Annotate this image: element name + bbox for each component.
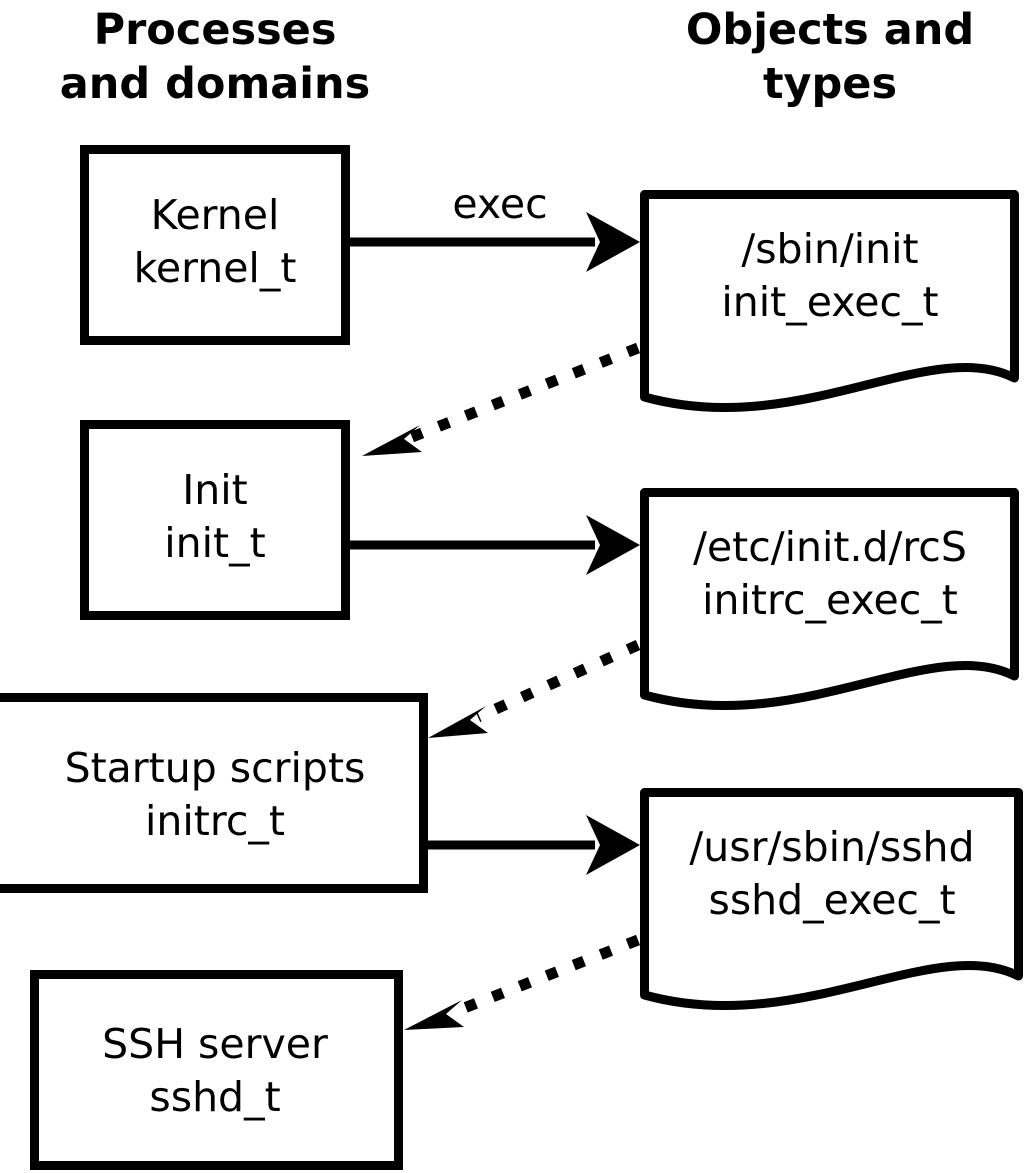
edge-kernel-exec-init-exec: exec (350, 180, 640, 272)
process-node-initrc-line2: initrc_t (145, 797, 285, 845)
process-node-kernel-box[interactable] (80, 145, 350, 345)
process-node-init[interactable]: Init init_t (80, 420, 350, 620)
column-header-objects-line2: types (763, 59, 897, 109)
arrow-head-sshd-transition (404, 1000, 464, 1030)
process-node-kernel-line2: kernel_t (134, 244, 297, 292)
process-node-sshd-line1: SSH server (102, 1020, 328, 1068)
edge-line-init-transition (409, 342, 641, 443)
process-node-kernel[interactable]: Kernel kernel_t (80, 145, 350, 345)
edge-label-exec: exec (452, 180, 547, 228)
object-node-sshd-exec-line2: sshd_exec_t (708, 876, 955, 924)
object-node-init-exec-line2: init_exec_t (721, 278, 938, 326)
object-node-initrc-exec-line2: initrc_exec_t (702, 576, 958, 624)
column-header-objects: Objects and types (686, 5, 974, 109)
object-node-init-exec-line1: /sbin/init (741, 225, 918, 273)
column-header-objects-line1: Objects and (686, 5, 974, 55)
edge-init-exec-transition-init (362, 342, 641, 456)
edge-line-sshd-transition (451, 934, 641, 1018)
process-node-kernel-line1: Kernel (151, 191, 280, 239)
column-header-processes-line1: Processes (94, 5, 337, 55)
object-node-init-exec-shape[interactable] (640, 190, 1019, 413)
arrow-head-kernel-exec (586, 212, 640, 272)
process-node-init-line2: init_t (164, 519, 265, 567)
process-node-sshd-line2: sshd_t (149, 1073, 280, 1121)
edge-initrc-exec-sshd-exec (428, 815, 640, 875)
object-node-init-exec[interactable]: /sbin/init init_exec_t (640, 190, 1019, 413)
object-node-initrc-exec[interactable]: /etc/init.d/rcS initrc_exec_t (640, 488, 1019, 711)
column-header-processes-line2: and domains (60, 59, 370, 109)
process-node-init-line1: Init (182, 466, 248, 514)
process-node-sshd[interactable]: SSH server sshd_t (30, 970, 403, 1170)
arrow-head-initrc-exec (586, 815, 640, 875)
object-node-initrc-exec-shape[interactable] (640, 488, 1019, 711)
edge-init-exec-initrc-exec (350, 515, 640, 575)
object-node-sshd-exec-line1: /usr/sbin/sshd (689, 823, 974, 871)
process-node-sshd-box[interactable] (30, 970, 403, 1170)
arrow-head-init-exec (586, 515, 640, 575)
process-node-initrc-box[interactable] (0, 693, 428, 893)
edge-initrc-exec-transition-initrc (428, 639, 641, 738)
object-node-initrc-exec-line1: /etc/init.d/rcS (693, 523, 967, 571)
edge-line-initrc-transition (475, 639, 641, 723)
object-node-sshd-exec[interactable]: /usr/sbin/sshd sshd_exec_t (640, 788, 1023, 1011)
edge-sshd-exec-transition-sshd (404, 934, 641, 1030)
arrow-head-init-transition (362, 425, 422, 456)
process-node-initrc-line1: Startup scripts (65, 744, 366, 792)
object-node-sshd-exec-shape[interactable] (640, 788, 1023, 1011)
process-node-init-box[interactable] (80, 420, 350, 620)
column-header-processes: Processes and domains (60, 5, 370, 109)
process-node-initrc[interactable]: Startup scripts initrc_t (0, 693, 428, 893)
arrow-head-initrc-transition (428, 706, 488, 738)
